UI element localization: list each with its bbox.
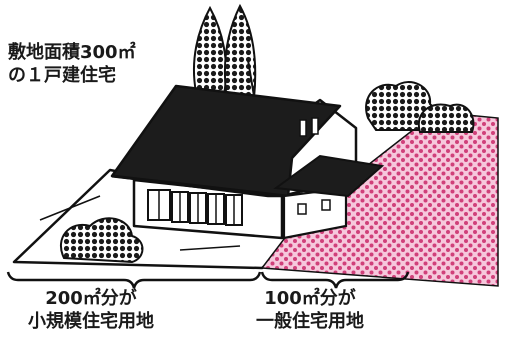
- general-residential-bracket: [260, 271, 410, 289]
- lot-area-text: 敷地面積300㎡: [8, 42, 136, 63]
- lot-description: 敷地面積300㎡ の１戸建住宅: [8, 42, 136, 87]
- lot-house-text: の１戸建住宅: [8, 64, 116, 86]
- porch-roof: [273, 154, 385, 198]
- small-residential-area: 200㎡分が: [45, 288, 137, 309]
- main-roof: [110, 84, 342, 198]
- small-residential-category: 小規模住宅用地: [28, 310, 154, 332]
- general-residential-label: 100㎡分が 一般住宅用地: [256, 288, 364, 333]
- small-residential-label: 200㎡分が 小規模住宅用地: [28, 288, 154, 333]
- general-residential-category: 一般住宅用地: [256, 310, 364, 332]
- small-residential-bracket: [6, 271, 262, 289]
- bush-right: [417, 103, 475, 133]
- bush-front-left: [59, 217, 144, 264]
- tall-tree-right: [223, 3, 257, 100]
- general-residential-area: 100㎡分が: [264, 288, 356, 309]
- tall-tree-left: [193, 5, 227, 97]
- front-windows: [147, 189, 243, 226]
